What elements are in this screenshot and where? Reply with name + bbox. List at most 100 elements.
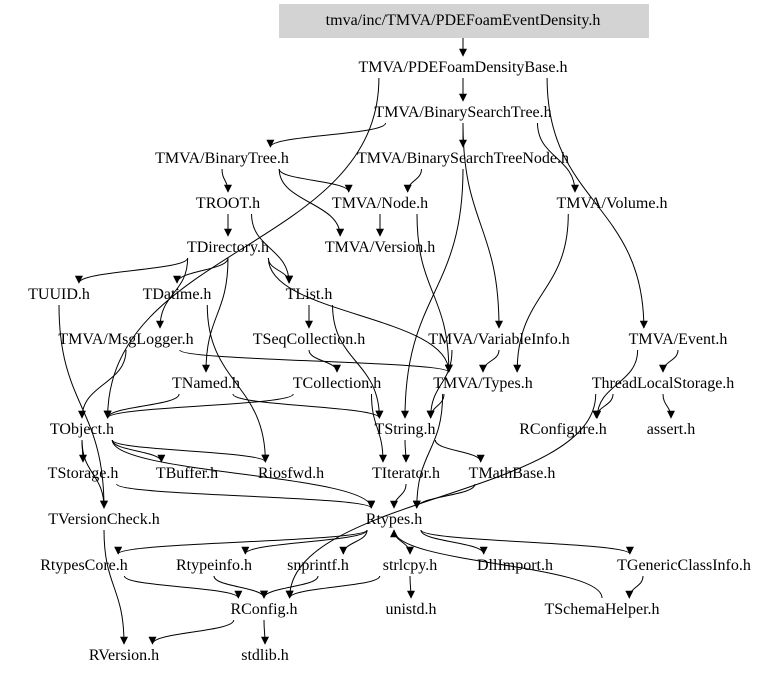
graph-node-stdlib[interactable]: stdlib.h (241, 647, 289, 664)
edge-tcollection-to-titerator (371, 393, 387, 463)
graph-node-tobject[interactable]: TObject.h (50, 421, 114, 438)
graph-node-threadlocalstorage[interactable]: ThreadLocalStorage.h (592, 375, 735, 392)
graph-node-tschemahelper[interactable]: TSchemaHelper.h (544, 601, 659, 618)
graph-node-rconfigure[interactable]: RConfigure.h (519, 421, 607, 438)
node-label: TVersionCheck.h (48, 511, 160, 528)
graph-node-rtypescore[interactable]: RtypesCore.h (40, 557, 128, 574)
edge-tdirectory-to-msglogger (156, 257, 189, 329)
edge-event-to-rconfigure (593, 349, 639, 419)
node-label: TSchemaHelper.h (544, 601, 659, 618)
edge-msglogger-to-tobject (78, 349, 127, 419)
edge-rtypes-to-rtypeinfo (241, 529, 368, 555)
edge-rtypes-to-tgenericclassinfo (420, 529, 634, 555)
node-label: TStorage.h (48, 465, 119, 482)
graph-node-rversion[interactable]: RVersion.h (89, 647, 159, 664)
edge-tstorage-to-rtypes (116, 483, 376, 509)
edge-titerator-to-rtypes (390, 483, 407, 509)
edge-rtypes-to-rtypescore (114, 529, 368, 555)
node-label: tmva/inc/TMVA/PDEFoamEventDensity.h (326, 12, 601, 29)
graph-node-rtypeinfo[interactable]: Rtypeinfo.h (176, 557, 252, 574)
graph-node-tcollection[interactable]: TCollection.h (293, 375, 381, 392)
graph-node-binarysearchtreenode[interactable]: TMVA/BinarySearchTreeNode.h (357, 150, 569, 167)
graph-node-tbuffer[interactable]: TBuffer.h (156, 465, 218, 482)
edge-rconfig-to-stdlib (260, 619, 269, 645)
graph-node-tseqcollection[interactable]: TSeqCollection.h (253, 331, 365, 348)
graph-node-binarysearchtree[interactable]: TMVA/BinarySearchTree.h (374, 104, 551, 121)
node-label: TMVA/Node.h (332, 195, 428, 212)
node-label: TString.h (375, 421, 436, 438)
edge-tschemahelper-to-rtypes (390, 529, 603, 599)
graph-node-titerator[interactable]: TIterator.h (372, 465, 440, 482)
node-label: TMVA/Event.h (629, 331, 728, 348)
graph-node-rconfig[interactable]: RConfig.h (230, 601, 297, 618)
node-label: RtypesCore.h (40, 557, 128, 574)
graph-node-node[interactable]: TMVA/Node.h (332, 195, 428, 212)
edge-rtypeinfo-to-rconfig (213, 575, 268, 599)
graph-node-variableinfo[interactable]: TMVA/VariableInfo.h (428, 331, 569, 348)
graph-node-tgenericclassinfo[interactable]: TGenericClassInfo.h (617, 557, 751, 574)
edge-troot-to-tlist (251, 213, 294, 284)
node-label: Rtypes.h (366, 511, 422, 528)
edge-rtypescore-to-rconfig (123, 575, 243, 599)
graph-node-tstring[interactable]: TString.h (375, 421, 436, 438)
graph-node-version[interactable]: TMVA/Version.h (325, 239, 435, 256)
graph-node-dllimport[interactable]: DllImport.h (477, 557, 553, 574)
edge-rtypes-to-dllimport (420, 529, 488, 555)
node-label: TDirectory.h (187, 239, 269, 256)
edge-tobject-to-rtypes (111, 439, 376, 509)
graph-node-assert[interactable]: assert.h (647, 421, 695, 438)
graph-node-tmathbase[interactable]: TMathBase.h (469, 465, 556, 482)
graph-node-volume[interactable]: TMVA/Volume.h (557, 195, 668, 212)
graph-node-tuuid[interactable]: TUUID.h (28, 286, 90, 303)
nodes-layer: tmva/inc/TMVA/PDEFoamEventDensity.hTMVA/… (28, 4, 751, 664)
edge-tversioncheck-to-rversion (103, 529, 128, 645)
graph-node-tlist[interactable]: TList.h (286, 286, 333, 303)
graph-node-tdatime[interactable]: TDatime.h (143, 286, 212, 303)
edge-node-to-types (416, 213, 453, 373)
graph-node-tnamed[interactable]: TNamed.h (172, 375, 240, 392)
node-label: TDatime.h (143, 286, 212, 303)
graph-node-snprintf[interactable]: snprintf.h (287, 557, 349, 574)
edge-binarysearchtree-to-volume (537, 122, 579, 193)
node-label: TGenericClassInfo.h (617, 557, 751, 574)
edge-binarysearchtree-to-binarytree (266, 122, 387, 148)
edge-variableinfo-to-tstring (426, 349, 453, 419)
edge-tdirectory-to-tuuid (74, 257, 189, 284)
node-label: Rtypeinfo.h (176, 557, 252, 574)
edge-rconfig-to-rversion (148, 619, 235, 645)
graph-node-pdefoamdensitybase[interactable]: TMVA/PDEFoamDensityBase.h (358, 59, 567, 76)
node-label: TUUID.h (28, 286, 90, 303)
graph-node-root[interactable]: tmva/inc/TMVA/PDEFoamEventDensity.h (279, 4, 649, 38)
node-label: TNamed.h (172, 375, 240, 392)
edge-variableinfo-to-types (479, 349, 500, 373)
node-label: Riosfwd.h (258, 465, 324, 482)
graph-node-troot[interactable]: TROOT.h (196, 195, 260, 212)
edge-tseqcollection-to-tcollection (308, 349, 341, 373)
edge-binarytree-to-version (278, 168, 345, 237)
graph-node-types[interactable]: TMVA/Types.h (433, 375, 532, 392)
graph-node-tversioncheck[interactable]: TVersionCheck.h (48, 511, 160, 528)
graph-node-event[interactable]: TMVA/Event.h (629, 331, 728, 348)
edge-binarysearchtreenode-to-node (403, 168, 422, 193)
edge-threadlocalstorage-to-rconfigure (592, 393, 614, 419)
graph-node-riosfwd[interactable]: Riosfwd.h (258, 465, 324, 482)
graph-node-tdirectory[interactable]: TDirectory.h (187, 239, 269, 256)
graph-node-tstorage[interactable]: TStorage.h (48, 465, 119, 482)
graph-node-binarytree[interactable]: TMVA/BinaryTree.h (155, 150, 289, 167)
graph-node-rtypes[interactable]: Rtypes.h (366, 511, 422, 528)
edge-tuuid-to-tversioncheck (58, 304, 108, 509)
edge-event-to-threadlocalstorage (659, 349, 679, 373)
node-label: TList.h (286, 286, 333, 303)
node-label: TSeqCollection.h (253, 331, 365, 348)
graph-node-strlcpy[interactable]: strlcpy.h (383, 557, 438, 574)
edge-rtypes-to-strlcpy (393, 529, 414, 555)
root-node-background (279, 4, 649, 38)
edge-tdirectory-to-types (267, 257, 453, 373)
node-label: RConfigure.h (519, 421, 607, 438)
graph-node-msglogger[interactable]: TMVA/MsgLogger.h (58, 331, 193, 348)
node-label: TMVA/BinaryTree.h (155, 150, 289, 167)
graph-node-unistd[interactable]: unistd.h (385, 601, 436, 618)
edge-tgenericclassinfo-to-tschemahelper (625, 575, 644, 599)
edge-binarytree-to-troot (221, 168, 232, 193)
edge-tobject-to-riosfwd (111, 439, 270, 463)
